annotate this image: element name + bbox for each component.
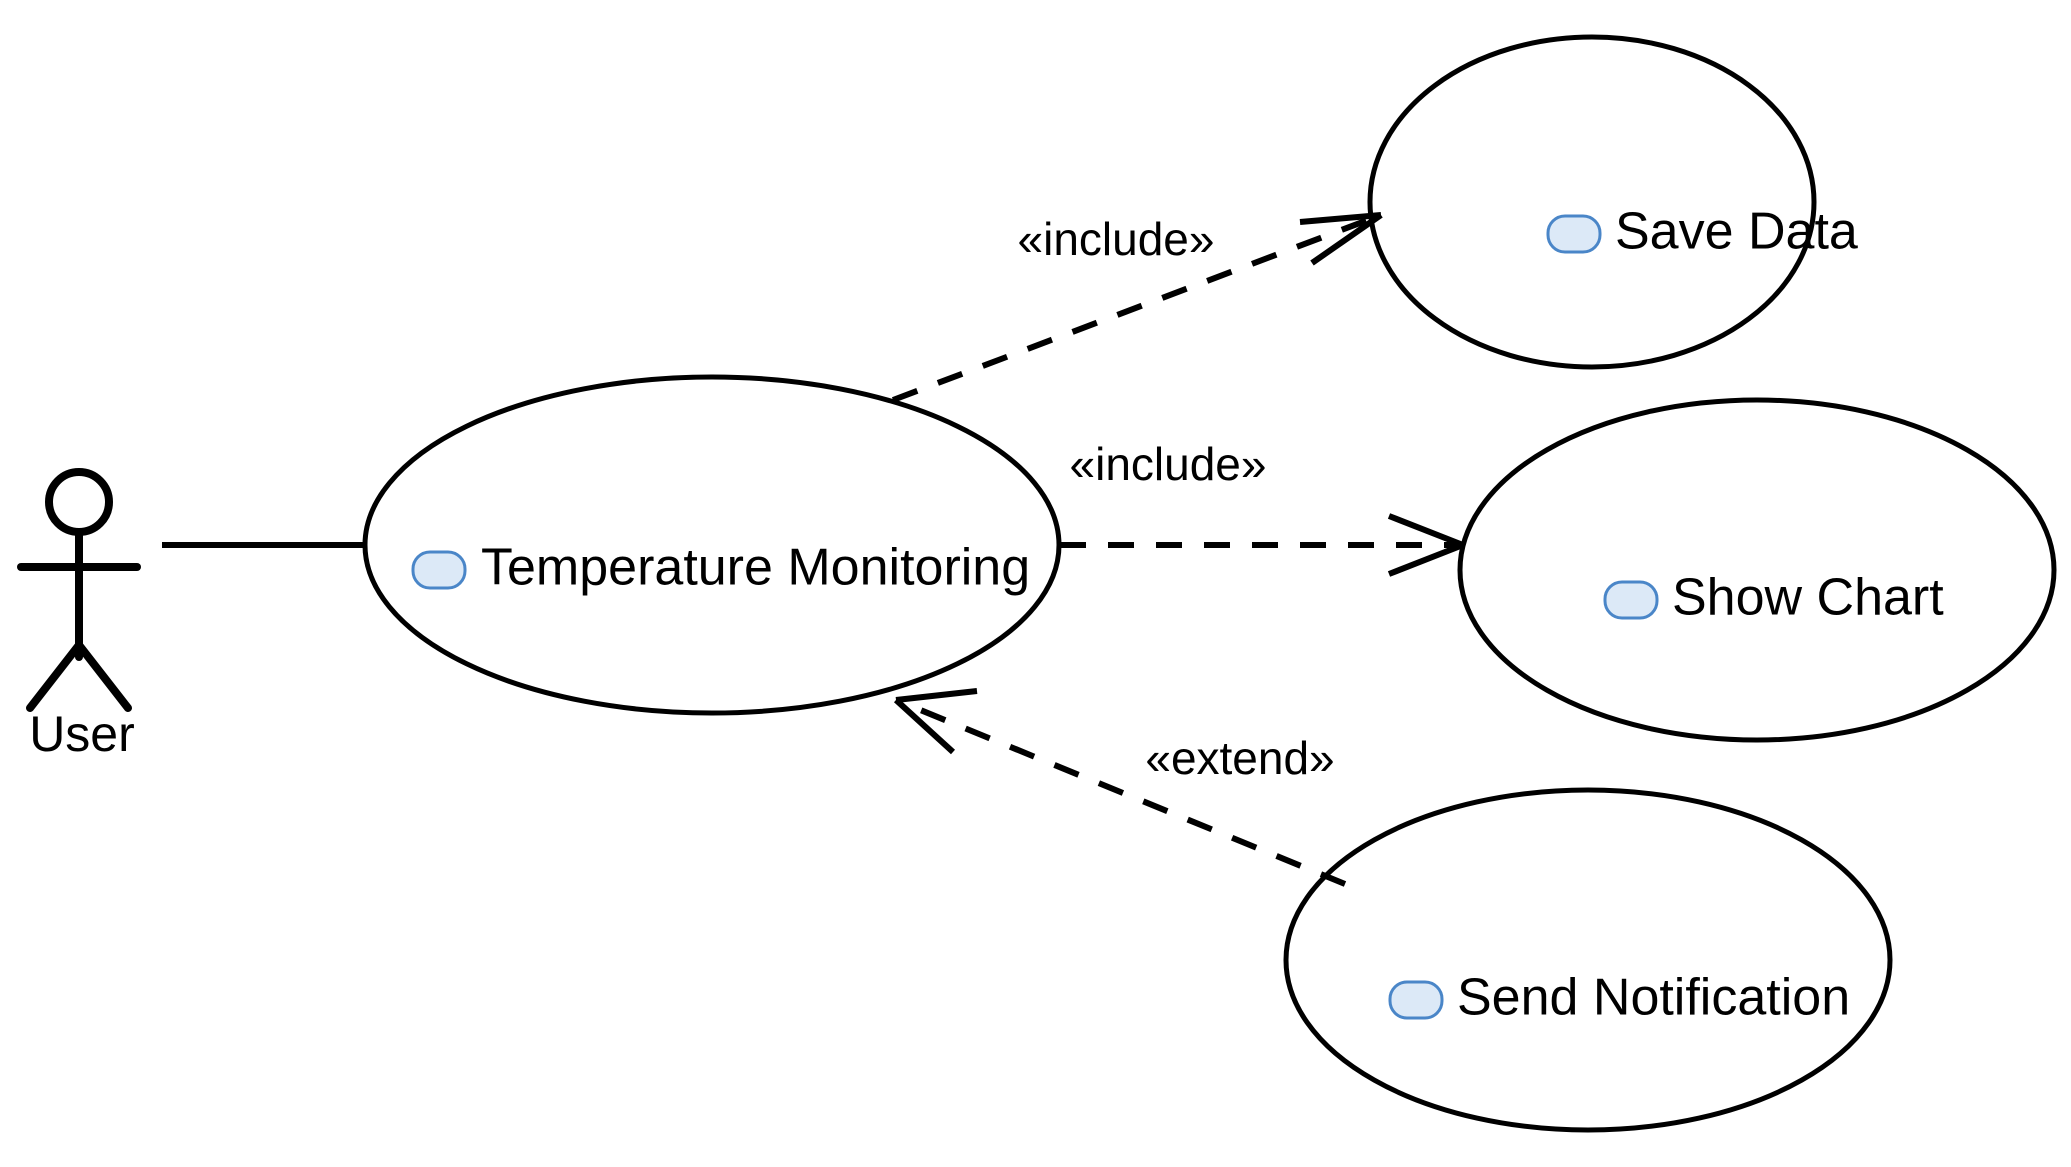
use-case-ellipse xyxy=(1457,397,2057,743)
use-case-save-data[interactable]: Save Data xyxy=(1367,34,1858,370)
actor-left-leg-line xyxy=(26,641,83,712)
include-dashed-line xyxy=(891,212,1383,403)
extend-dashed-line xyxy=(894,697,1347,887)
use-case-label: Show Chart xyxy=(1672,569,1944,627)
relationship-label-include: «include» xyxy=(1018,213,1215,265)
include-arrowhead-upper xyxy=(1387,513,1465,548)
use-case-ellipse xyxy=(362,374,1062,716)
use-case-oval-icon xyxy=(1603,580,1659,620)
use-case-label: Temperature Monitoring xyxy=(481,539,1030,597)
include-arrowhead-lower xyxy=(1387,542,1465,577)
use-case-oval-icon xyxy=(411,550,467,590)
use-case-label: Save Data xyxy=(1615,203,1858,261)
use-case-label: Send Notification xyxy=(1457,969,1850,1027)
actor-user[interactable]: User xyxy=(17,468,141,762)
include-arrowhead-lower xyxy=(1310,212,1383,266)
relationship-include-show-chart[interactable]: «include» xyxy=(1060,438,1465,577)
actor-head-icon xyxy=(45,468,113,536)
use-case-ellipse xyxy=(1367,34,1817,370)
actor-label-user: User xyxy=(29,706,135,762)
relationship-extend-send-notification[interactable]: «extend» xyxy=(893,688,1347,887)
actor-right-leg-line xyxy=(75,641,132,712)
use-case-send-notification[interactable]: Send Notification xyxy=(1283,787,1893,1133)
relationship-label-extend: «extend» xyxy=(1145,732,1334,784)
use-case-oval-icon xyxy=(1388,980,1444,1020)
extend-arrowhead-lower xyxy=(893,697,956,755)
use-case-temperature-monitoring[interactable]: Temperature Monitoring xyxy=(362,374,1062,716)
extend-arrowhead-upper xyxy=(895,688,978,703)
relationship-include-save-data[interactable]: «include» xyxy=(891,212,1383,403)
use-case-ellipse xyxy=(1283,787,1893,1133)
relationship-label-include: «include» xyxy=(1070,438,1267,490)
include-arrowhead-upper xyxy=(1299,212,1382,225)
use-case-oval-icon xyxy=(1546,214,1602,254)
use-case-show-chart[interactable]: Show Chart xyxy=(1457,397,2057,743)
